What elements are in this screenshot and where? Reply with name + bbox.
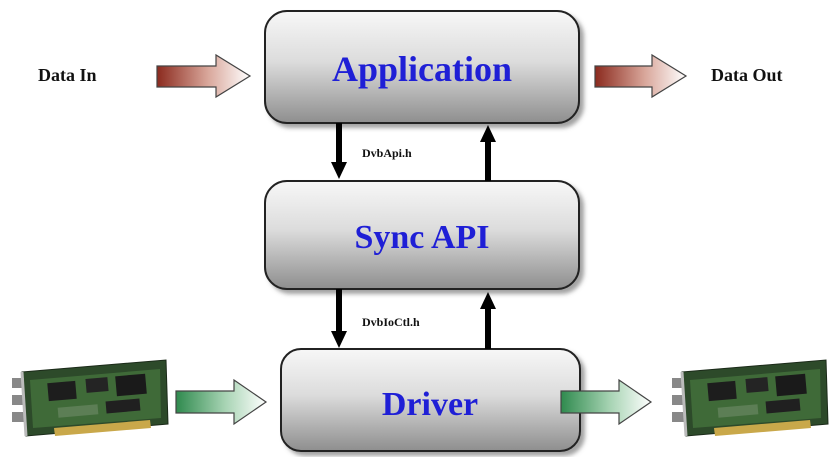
right-pci-card-image — [672, 359, 829, 437]
left-pci-card-image — [12, 359, 169, 437]
card-out-arrow — [560, 378, 653, 426]
dvbapi-header-label: DvbApi.h — [362, 146, 412, 160]
up-arrow-driver-to-api — [480, 292, 496, 349]
sync-api-label: Sync API — [354, 219, 489, 256]
application-box: Application — [264, 10, 580, 124]
data-in-arrow — [156, 53, 252, 99]
data-in-label: Data In — [38, 65, 97, 85]
sync-api-box: Sync API — [264, 180, 580, 290]
data-out-arrow — [594, 53, 688, 99]
data-out-label: Data Out — [711, 65, 783, 85]
up-arrow-api-to-app — [480, 125, 496, 181]
down-arrow-app-to-api — [331, 123, 347, 179]
dvbioctl-header-label: DvbIoCtl.h — [362, 315, 420, 329]
down-arrow-api-to-driver — [331, 289, 347, 348]
driver-label: Driver — [382, 386, 478, 423]
application-label: Application — [332, 49, 512, 89]
driver-box: Driver — [280, 348, 581, 452]
card-in-arrow — [175, 378, 268, 426]
